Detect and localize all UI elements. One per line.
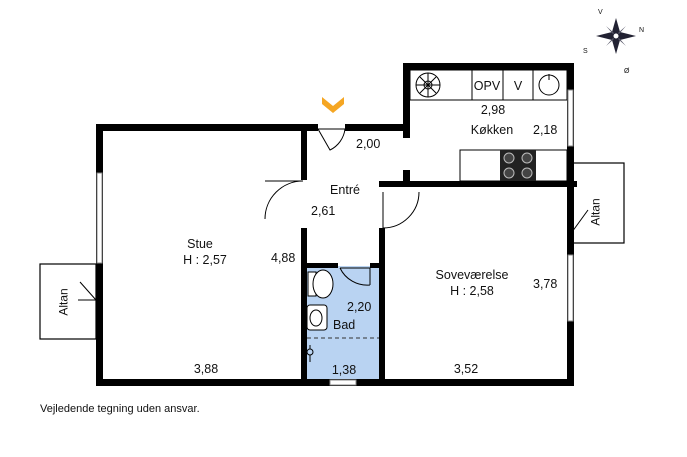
appliance-label-v: V <box>513 79 523 93</box>
stue-depth: 4,88 <box>271 251 296 265</box>
balcony-right-label: Altan <box>588 198 603 226</box>
shower-icon <box>306 345 314 362</box>
toilet-icon <box>307 269 334 299</box>
stue-width: 3,88 <box>193 362 219 376</box>
compass-label-west: V <box>598 9 603 16</box>
bad-width: 1,38 <box>331 363 357 377</box>
stove-icon <box>500 150 536 181</box>
stue-height: H : 2,57 <box>183 253 227 267</box>
bedroom-depth: 3,78 <box>533 277 558 291</box>
bad-name: Bad <box>333 318 356 332</box>
compass-rose-icon <box>596 18 636 54</box>
bedroom-name: Soveværelse <box>435 268 509 282</box>
bedroom-width: 3,52 <box>453 362 479 376</box>
bedroom-height: H : 2,58 <box>450 284 494 298</box>
appliance-label-opv: OPV <box>473 79 501 93</box>
entre-depth: 2,61 <box>311 204 336 218</box>
disclaimer-text: Vejledende tegning uden ansvar. <box>40 403 200 415</box>
bad-depth: 2,20 <box>347 300 372 314</box>
entre-name: Entré <box>330 183 360 197</box>
entre-width: 2,00 <box>356 137 381 151</box>
balcony-right <box>571 162 625 244</box>
compass-label-east: Ø <box>624 68 630 75</box>
windows <box>96 89 574 386</box>
kitchen-width: 2,98 <box>480 103 506 117</box>
stue-name: Stue <box>187 237 213 251</box>
compass-label-south: S <box>583 48 588 55</box>
door-swings <box>78 128 589 301</box>
washbasin-icon <box>306 304 328 331</box>
compass-label-north: N <box>639 27 645 34</box>
kitchen-name: Køkken <box>470 123 514 137</box>
balcony-left-label: Altan <box>56 288 71 316</box>
balcony-left <box>39 263 97 340</box>
kitchen-depth: 2,18 <box>533 123 558 137</box>
entrance-chevron-icon <box>322 97 344 113</box>
